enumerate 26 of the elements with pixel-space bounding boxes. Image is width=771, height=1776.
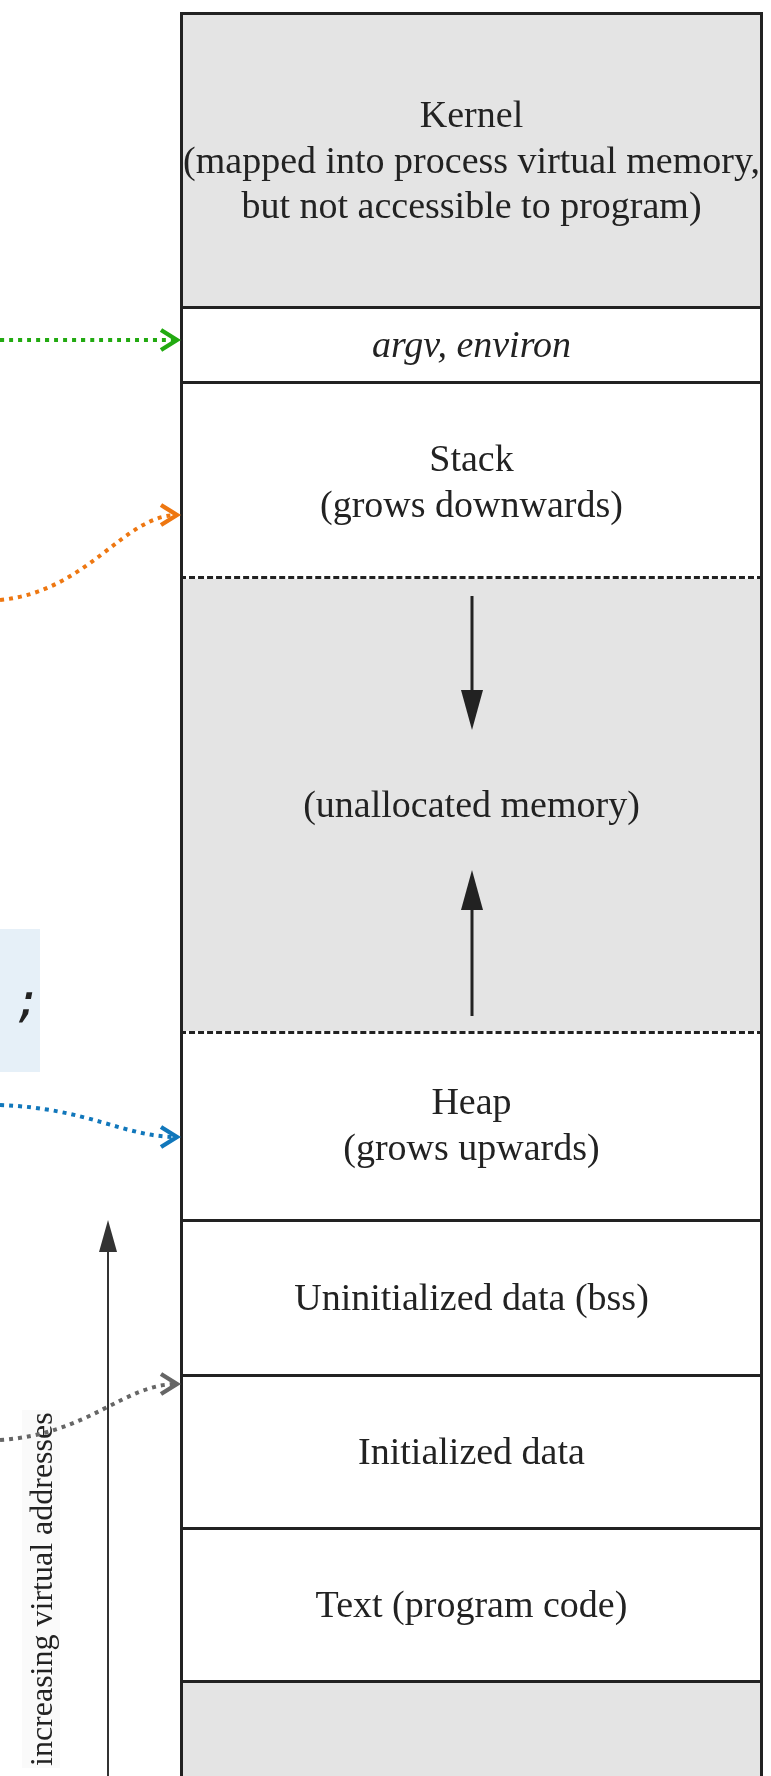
segment-label: Initialized data bbox=[358, 1429, 585, 1475]
segment-title: Heap bbox=[431, 1079, 512, 1125]
segment-label: (unallocated memory) bbox=[303, 782, 640, 828]
dotted-arrow bbox=[0, 1103, 180, 1149]
segment-label: argv, environ bbox=[371, 322, 572, 368]
memory-segment bbox=[180, 1680, 763, 1776]
segment-title: Kernel bbox=[419, 92, 524, 138]
memory-segment bbox=[180, 306, 763, 384]
segment-label: (grows downwards) bbox=[320, 481, 623, 527]
memory-segment bbox=[180, 1031, 763, 1222]
memory-segment bbox=[180, 381, 763, 579]
segment-label: Text (program code) bbox=[315, 1582, 628, 1628]
segment-label: (mapped into process virtual memory, but not accessible to program) bbox=[183, 137, 760, 229]
dotted-arrow bbox=[0, 1373, 180, 1442]
segment-label: (grows upwards) bbox=[343, 1125, 600, 1170]
dotted-arrow bbox=[0, 504, 180, 602]
segment-label: Uninitialized data (bss) bbox=[294, 1275, 649, 1321]
memory-segment bbox=[180, 1527, 763, 1683]
dotted-arrow bbox=[0, 327, 180, 353]
memory-segment bbox=[180, 12, 763, 309]
axis-label: increasing virtual addresses bbox=[22, 1410, 60, 1768]
memory-segment bbox=[180, 1219, 763, 1377]
code-box bbox=[0, 929, 40, 1072]
segment-title: Stack bbox=[429, 435, 514, 481]
code-text: ; bbox=[14, 972, 42, 1029]
memory-segment bbox=[180, 1374, 763, 1530]
